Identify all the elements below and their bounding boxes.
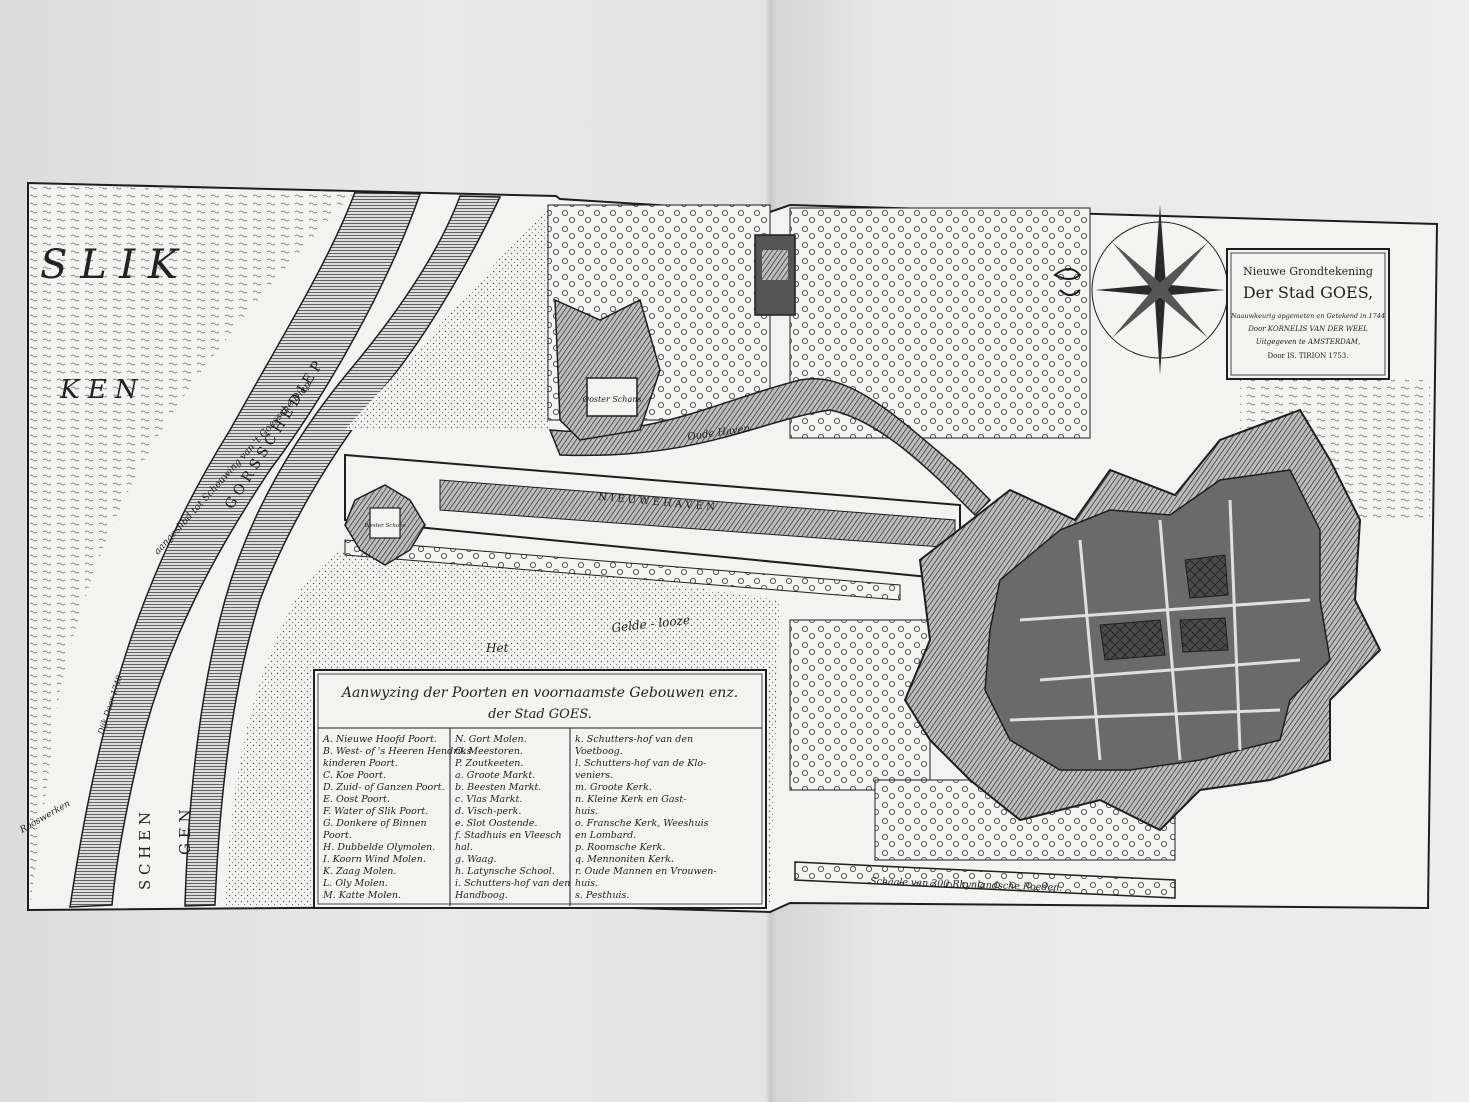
- legend-entry: Poort.: [322, 830, 352, 841]
- cartouche-inner-border: [1230, 252, 1386, 376]
- legend-entry: p. Roomsche Kerk.: [575, 842, 665, 853]
- goessche-diep-channel: [69, 191, 422, 908]
- legend-entry: r. Oude Mannen en Vrouwen-: [575, 866, 717, 877]
- cartouche-line5: Uitgegeven te AMSTERDAM,: [1256, 338, 1360, 346]
- coat-of-arms: [754, 234, 796, 316]
- cartouche-line3: Naauwkeurig opgemeten en Getekend in 174…: [1230, 312, 1385, 320]
- compass-rose: [1053, 205, 1229, 375]
- legend-entry: n. Kleine Kerk en Gast-: [575, 794, 686, 805]
- legend-entry: e. Slot Oostende.: [455, 818, 537, 829]
- cartouche-line1: Nieuwe Grondtekening: [1243, 265, 1373, 278]
- label-het: Het: [485, 641, 509, 655]
- legend-entry: huis.: [575, 806, 598, 817]
- title-cartouche: [1226, 248, 1390, 380]
- inner-channel: [184, 195, 502, 907]
- legend-entry: Handboog.: [454, 890, 508, 901]
- legend-entry: b. Beesten Markt.: [455, 782, 541, 793]
- legend-title-2: der Stad GOES.: [488, 707, 592, 722]
- legend-entry: B. West- of 's Heeren Hendriks: [322, 746, 472, 757]
- legend-entry: o. Fransche Kerk, Weeshuis: [575, 818, 709, 829]
- legend-box: [313, 669, 767, 909]
- legend-entry: I. Koorn Wind Molen.: [322, 854, 426, 865]
- oude-haven-canal: [548, 378, 992, 517]
- legend-entry: i. Schutters-hof van den: [455, 878, 570, 889]
- legend-entry: P. Zoutkeeten.: [454, 758, 523, 769]
- label-ken: K E N: [59, 375, 139, 405]
- cartouche-line4: Door KORNELIS VAN DER WEEL: [1247, 325, 1368, 333]
- legend-entry: kinderen Poort.: [323, 758, 398, 769]
- scale-bar: [794, 861, 1176, 899]
- legend-entry: huis.: [575, 878, 598, 889]
- legend-entry: d. Visch-perk.: [455, 806, 521, 817]
- label-schengen-2: G E N: [176, 809, 194, 855]
- legend-entry: a. Groote Markt.: [455, 770, 535, 781]
- legend-entry: q. Mennoniten Kerk.: [575, 854, 674, 865]
- legend-entry: m. Groote Kerk.: [575, 782, 652, 793]
- label-wester-schans: Wester Schans: [364, 523, 405, 529]
- legend-entry: g. Waag.: [455, 854, 497, 865]
- legend-column-1: A. Nieuwe Hoofd Poort.B. West- of 's Hee…: [322, 734, 472, 901]
- label-ooster-schans: Ooster Schans: [583, 395, 642, 404]
- ooster-schans-fort: [554, 298, 661, 441]
- legend-entry: O. Meestoren.: [455, 746, 523, 757]
- legend-entry: G. Donkere of Binnen: [323, 818, 427, 829]
- legend-entry: hal.: [455, 842, 473, 853]
- legend-entry: A. Nieuwe Hoofd Poort.: [322, 734, 437, 745]
- slik-mudflat: [30, 186, 355, 905]
- legend-entry: F. Water of Slik Poort.: [322, 806, 428, 817]
- ooster-schans-box: [586, 377, 638, 417]
- legend-entry: k. Schutters-hof van den: [575, 734, 693, 745]
- legend-entry: veniers.: [575, 770, 613, 781]
- town-streets: [1009, 499, 1311, 761]
- legend-entry: f. Stadhuis en Vleesch: [454, 830, 562, 841]
- town-blocks: [1099, 554, 1229, 661]
- legend-entry: K. Zaag Molen.: [322, 866, 396, 877]
- geldelooze-dike: [344, 539, 901, 601]
- legend-entry: M. Katte Molen.: [322, 890, 401, 901]
- legend-entry: C. Koe Poort.: [323, 770, 386, 781]
- legend-entry: L. Oly Molen.: [322, 878, 388, 889]
- label-schengen-1: S C H E N: [136, 812, 154, 890]
- cartouche-line6: Door IS. TIRION 1753.: [1268, 352, 1349, 360]
- legend-entry: D. Zuid- of Ganzen Poort.: [322, 782, 445, 793]
- legend-entry: H. Dubbelde Olymolen.: [322, 842, 435, 853]
- legend-column-2: N. Gort Molen.O. Meestoren.P. Zoutkeeten…: [454, 734, 570, 901]
- legend-entry: h. Latynsche School.: [455, 866, 555, 877]
- legend-entry: N. Gort Molen.: [454, 734, 527, 745]
- legend-entry: c. Vlas Markt.: [455, 794, 522, 805]
- legend-entry: l. Schutters-hof van de Klo-: [575, 758, 706, 769]
- polder-upper: [345, 205, 548, 430]
- legend-entry: en Lombard.: [575, 830, 636, 841]
- cartouche-line2: Der Stad GOES,: [1243, 283, 1373, 302]
- wester-schans-box: [369, 507, 401, 539]
- legend-entry: s. Pesthuis.: [575, 890, 629, 901]
- label-slik: S L I K: [40, 242, 180, 288]
- legend-entry: E. Oost Poort.: [322, 794, 390, 805]
- legend-entry: Voetboog.: [575, 746, 623, 757]
- legend-title-1: Aanwyzing der Poorten en voornaamste Geb…: [340, 685, 738, 701]
